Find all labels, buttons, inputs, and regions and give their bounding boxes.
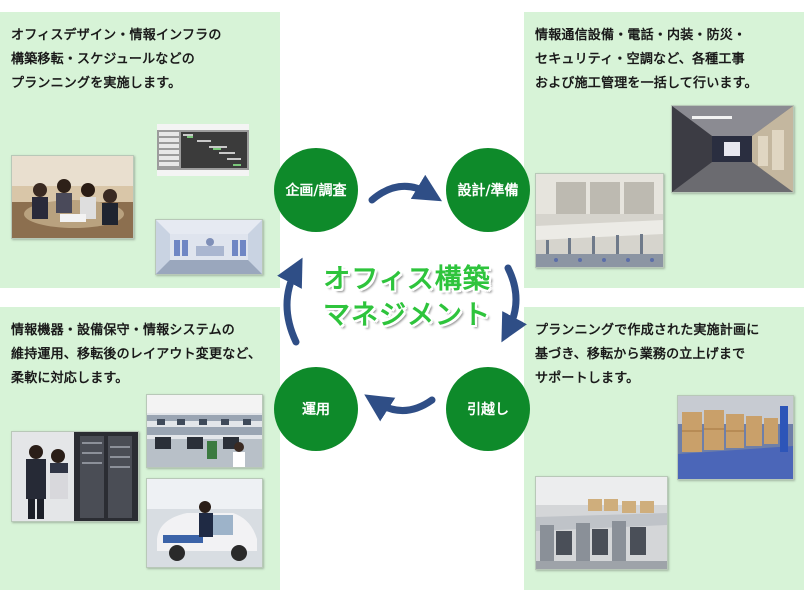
arrow-plan-to-design [368,174,443,204]
meeting-photo-icon [12,156,133,238]
open-office-photo [146,394,263,468]
panel-text-line: 情報通信設備・電話・内装・防災・ [535,28,747,43]
panel-construction: 情報通信設備・電話・内装・防災・ セキュリティ・空調など、各種工事 および施工管… [524,12,804,288]
raised-floor-photo-icon [536,174,663,267]
center-title: オフィス構築 マネジメント [300,262,514,334]
raised-floor-photo [535,173,664,268]
panel-relocation-text: プランニングで作成された実施計画に 基づき、移転から業務の立上げまで サポートし… [535,319,759,391]
panel-operations: 情報機器・設備保守・情報システムの 維持運用、移転後のレイアウト変更など、 柔軟… [0,307,280,590]
panel-relocation: プランニングで作成された実施計画に 基づき、移転から業務の立上げまで サポートし… [524,307,804,590]
panel-planning: オフィスデザイン・情報インフラの 構築移転・スケジュールなどの プランニングを実… [0,12,280,288]
panel-text-line: プランニングで作成された実施計画に [535,323,760,338]
panel-text-line: 維持運用、移転後のレイアウト変更など、 [11,347,262,362]
panel-text-line: サポートします。 [535,371,640,386]
phase-design-circle: 設計/準備 [446,148,530,232]
panel-construction-text: 情報通信設備・電話・内装・防災・ セキュリティ・空調など、各種工事 および施工管… [535,24,758,96]
panel-text-line: 構築移転・スケジュールなどの [11,52,195,67]
office-corridor-photo-icon [672,106,793,192]
center-title-line2: マネジメント [323,300,491,331]
phase-move-circle: 引越し [446,367,530,451]
service-car-photo [146,478,263,568]
panel-text-line: プランニングを実施します。 [11,76,182,91]
office-lobby-render-icon [156,220,262,274]
office-lobby-render [155,219,263,275]
arrow-move-to-ops [364,394,436,422]
moving-boxes-photo-icon [678,396,793,479]
panel-text-line: 柔軟に対応します。 [11,371,129,386]
arrow-ops-to-plan [277,257,303,346]
panel-text-line: 情報機器・設備保守・情報システムの [11,323,236,338]
phase-plan-circle: 企画/調査 [274,148,358,232]
panel-text-line: オフィスデザイン・情報インフラの [11,28,222,43]
center-title-line1: オフィス構築 [323,264,491,295]
office-corridor-photo [671,105,794,193]
phase-operations-circle: 運用 [274,367,358,451]
service-car-photo-icon [147,479,262,567]
office-desks-photo [535,476,668,570]
panel-text-line: 基づき、移転から業務の立上げまで [535,347,746,362]
panel-text-line: セキュリティ・空調など、各種工事 [535,52,745,67]
panel-operations-text: 情報機器・設備保守・情報システムの 維持運用、移転後のレイアウト変更など、 柔軟… [11,319,261,391]
meeting-photo [11,155,134,239]
panel-planning-text: オフィスデザイン・情報インフラの 構築移転・スケジュールなどの プランニングを実… [11,24,222,96]
server-room-photo [11,431,139,522]
open-office-photo-icon [147,395,262,467]
office-desks-photo-icon [536,477,667,569]
schedule-chart-image [157,124,249,176]
schedule-chart-icon [157,124,249,176]
server-room-photo-icon [12,432,138,521]
moving-boxes-photo [677,395,794,480]
panel-text-line: および施工管理を一括して行います。 [535,76,758,91]
